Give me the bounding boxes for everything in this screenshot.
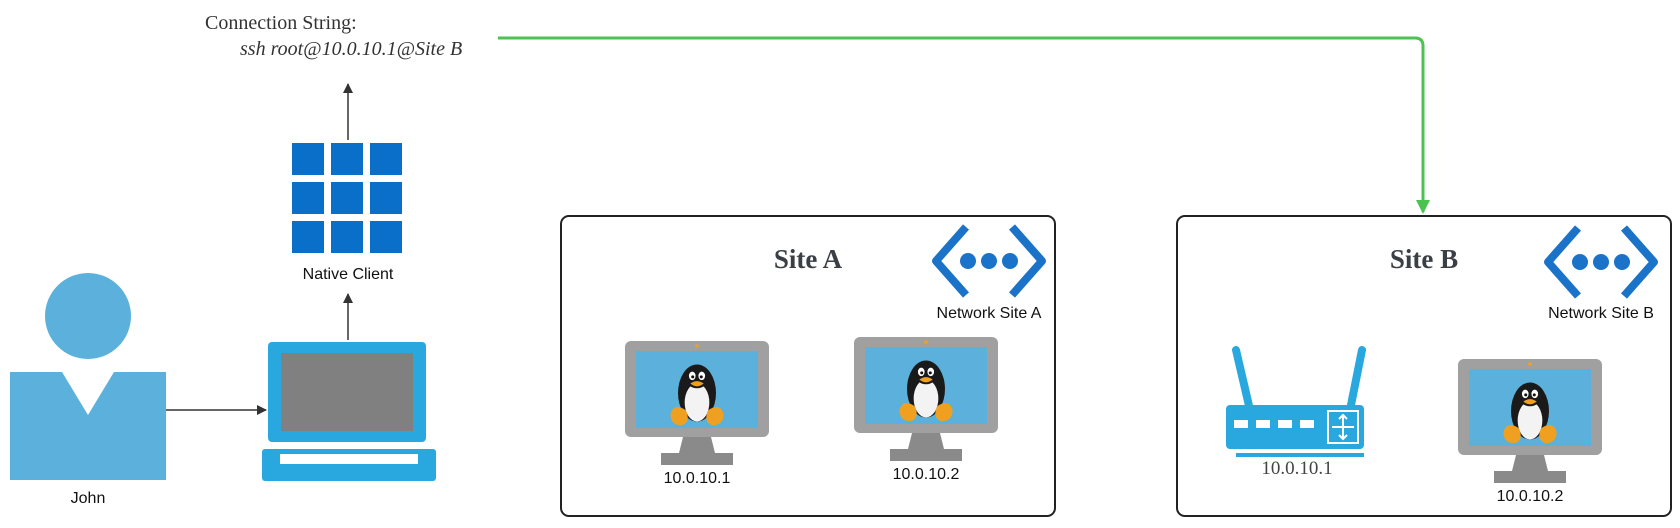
site-a-network-label: Network Site A — [937, 305, 1042, 322]
grid-icon — [292, 143, 402, 253]
site-b-network-label: Network Site B — [1548, 305, 1654, 322]
laptop-icon — [262, 342, 436, 481]
site-a-title: Site A — [774, 244, 843, 274]
user-label: John — [71, 490, 106, 507]
site-b-title: Site B — [1390, 244, 1458, 274]
site-b-router-ip: 10.0.10.1 — [1261, 458, 1332, 479]
connection-command: ssh root@10.0.10.1@Site B — [240, 38, 462, 60]
connection-path — [498, 36, 1430, 214]
connection-heading: Connection String: — [205, 12, 357, 34]
client-label: Native Client — [303, 266, 394, 283]
site-b-host-ip: 10.0.10.2 — [1497, 488, 1564, 505]
site-a-host-ip: 10.0.10.2 — [893, 466, 960, 483]
user-icon — [10, 273, 166, 480]
site-a-host-ip: 10.0.10.1 — [664, 470, 731, 487]
router-icon — [1226, 346, 1366, 457]
